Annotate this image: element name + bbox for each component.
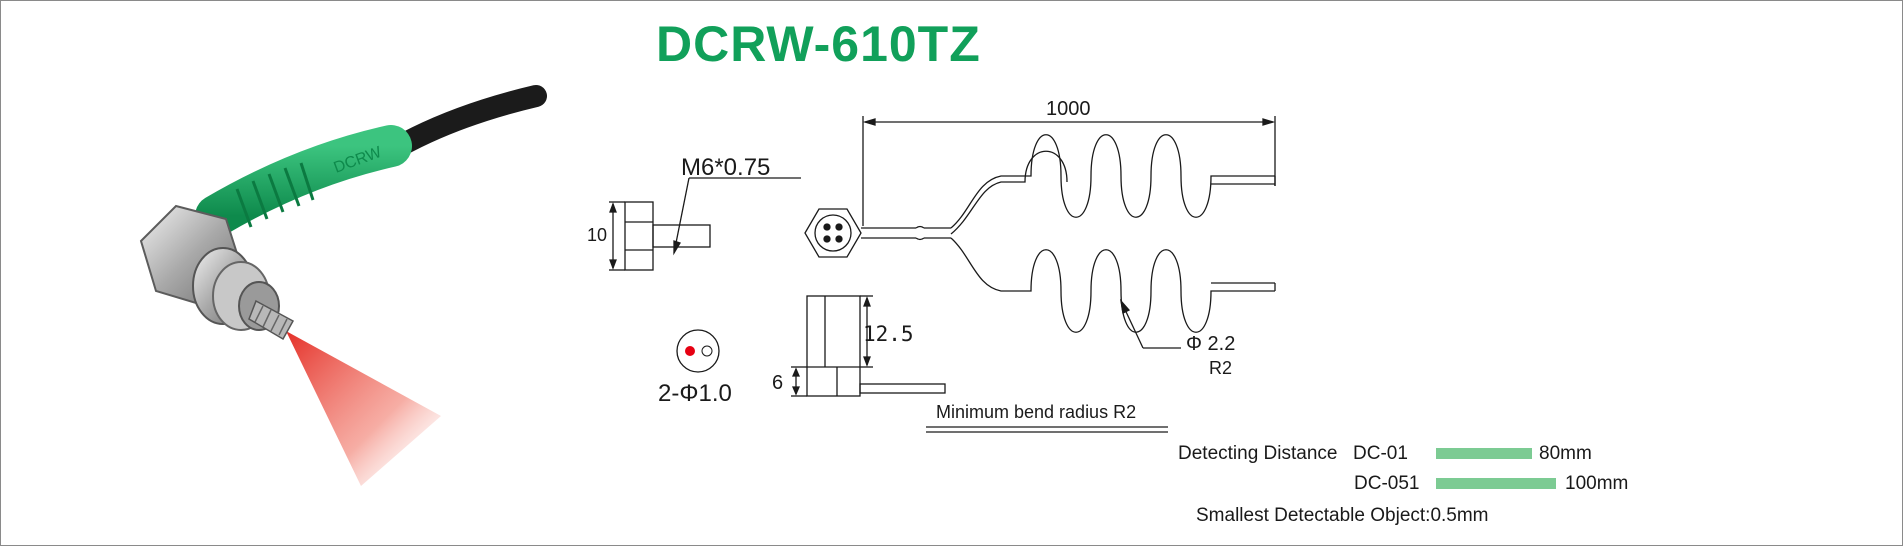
fiber-bend-label: R2 <box>1209 358 1233 378</box>
product-title: DCRW-610TZ <box>656 16 981 72</box>
head-length-label: 12.5 <box>863 322 914 346</box>
fiber-sensor-photo: DCRW <box>139 85 547 486</box>
hex-height-label: 10 <box>587 225 608 245</box>
distance-bar-dc01 <box>1436 448 1532 459</box>
smallest-object-label: Smallest Detectable Object:0.5mm <box>1196 505 1489 526</box>
cable-length-dim <box>862 116 1276 226</box>
side-view <box>609 177 801 271</box>
front-view <box>804 208 862 258</box>
detect-distance-label: Detecting Distance <box>1178 443 1338 464</box>
spec-row-value: 100mm <box>1565 473 1629 494</box>
emitter-label: 2-Φ1.0 <box>658 380 732 407</box>
fiber-cables <box>861 134 1276 349</box>
distance-bar-dc051 <box>1436 478 1556 489</box>
bend-radius-note: Minimum bend radius R2 <box>936 402 1137 422</box>
cable-length-label: 1000 <box>1046 98 1091 120</box>
head-top-view <box>791 295 946 397</box>
dual-core-fiber-icon <box>676 329 720 373</box>
spec-row-value: 80mm <box>1539 443 1592 464</box>
light-beam <box>286 331 441 486</box>
thread-label: M6*0.75 <box>681 154 771 181</box>
spec-row-model: DC-051 <box>1354 473 1420 494</box>
spec-row-model: DC-01 <box>1353 443 1408 464</box>
head-width-label: 6 <box>772 372 784 394</box>
fiber-diameter-label: Φ 2.2 <box>1186 333 1236 355</box>
